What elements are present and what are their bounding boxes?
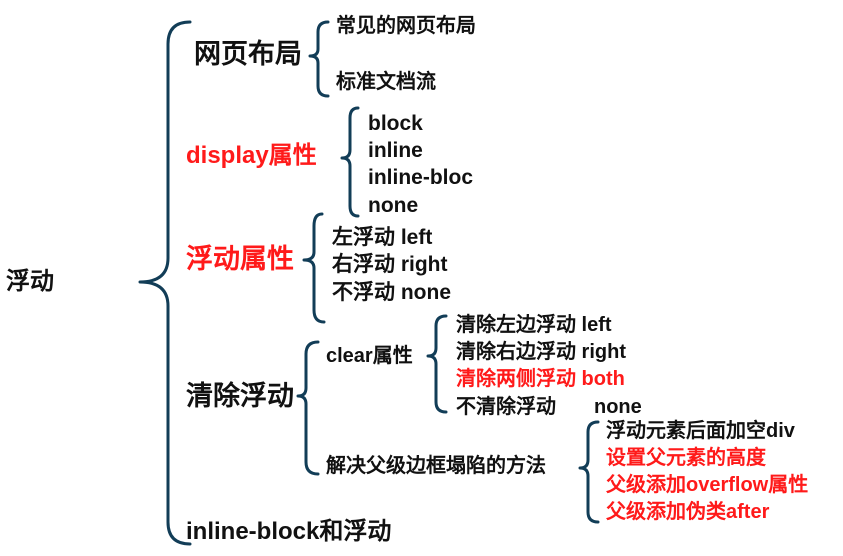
collapse-item-overflow: 父级添加overflow属性 xyxy=(606,474,809,496)
root-bracket xyxy=(138,20,192,546)
display-bracket xyxy=(340,106,360,218)
layout-item-common: 常见的网页布局 xyxy=(336,15,476,37)
float-item-right: 右浮动 right xyxy=(332,253,448,276)
clear-bracket xyxy=(296,340,320,476)
clear-attr-bracket xyxy=(426,314,448,414)
clear-item-both: 清除两侧浮动 both xyxy=(456,368,625,390)
clear-item-left: 清除左边浮动 left xyxy=(456,314,612,336)
float-bracket xyxy=(302,212,326,324)
layout-node: 网页布局 xyxy=(194,39,302,69)
float-item-left: 左浮动 left xyxy=(332,226,433,249)
collapse-item-parent-height: 设置父元素的高度 xyxy=(606,447,766,469)
collapse-bracket xyxy=(578,420,600,524)
layout-item-standard-flow: 标准文档流 xyxy=(336,71,436,93)
collapse-fix-node: 解决父级边框塌陷的方法 xyxy=(326,455,546,477)
root-node: 浮动 xyxy=(6,268,54,295)
clear-item-right: 清除右边浮动 right xyxy=(456,341,626,363)
clear-item-no-clear: 不清除浮动 xyxy=(456,396,556,418)
layout-bracket xyxy=(308,20,330,98)
clear-attr-node: clear属性 xyxy=(326,345,413,367)
clear-item-none-value: none xyxy=(594,396,642,418)
display-item-inline-block: inline-bloc xyxy=(368,166,473,189)
collapse-item-pseudo-after: 父级添加伪类after xyxy=(606,501,770,523)
display-item-block: block xyxy=(368,112,423,135)
inline-block-node: inline-block和浮动 xyxy=(186,518,392,545)
clear-float-node: 清除浮动 xyxy=(186,381,294,411)
display-item-none: none xyxy=(368,194,419,217)
float-attr-node: 浮动属性 xyxy=(186,244,294,274)
collapse-item-empty-div: 浮动元素后面加空div xyxy=(606,420,795,442)
float-item-none: 不浮动 none xyxy=(332,281,451,304)
display-node: display属性 xyxy=(186,142,317,169)
display-item-inline: inline xyxy=(368,139,423,162)
